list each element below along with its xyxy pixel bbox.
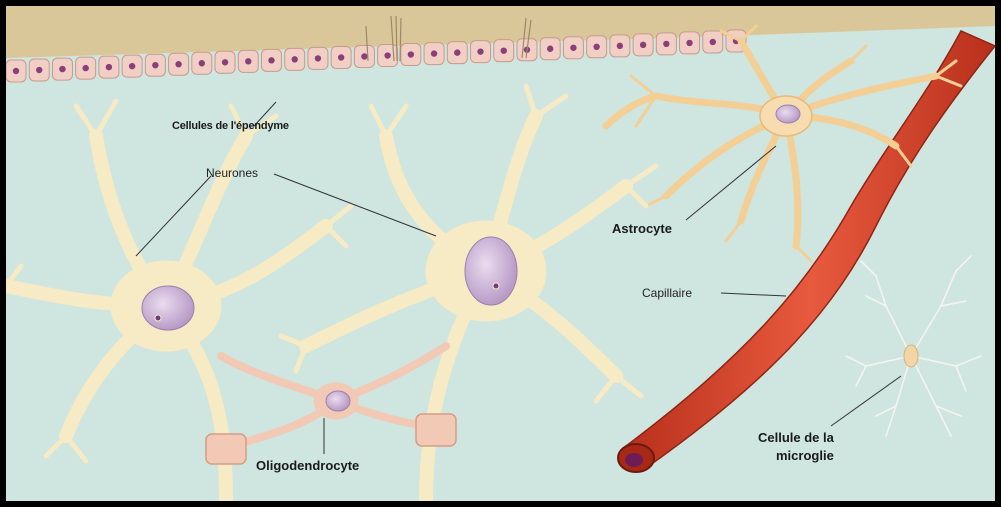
- ependymal-nucleus: [152, 62, 158, 68]
- ependymal-nucleus: [106, 64, 112, 70]
- ependymal-nucleus: [384, 52, 390, 58]
- label-oligodendrocyte: Oligodendrocyte: [256, 458, 359, 473]
- label-microglia-line2: microglie: [776, 448, 834, 463]
- label-capillary: Capillaire: [642, 286, 692, 300]
- ependymal-nucleus: [59, 66, 65, 72]
- ependymal-nucleus: [315, 55, 321, 61]
- ependymal-nucleus: [617, 43, 623, 49]
- ependymal-nucleus: [454, 49, 460, 55]
- ependymal-nucleus: [593, 44, 599, 50]
- label-microglia-line1: Cellule de la: [758, 430, 834, 445]
- neural-tissue-illustration: [6, 6, 995, 501]
- ependymal-nucleus: [663, 41, 669, 47]
- ependymal-nucleus: [408, 51, 414, 57]
- ependymal-nucleus: [361, 53, 367, 59]
- ependymal-nucleus: [199, 60, 205, 66]
- ependymal-nucleus: [36, 67, 42, 73]
- diagram-frame: Cellules de l'épendyme Neurones Astrocyt…: [6, 6, 995, 501]
- ependymal-nucleus: [338, 54, 344, 60]
- ependymal-nucleus: [13, 68, 19, 74]
- ependymal-nucleus: [129, 63, 135, 69]
- label-neurons: Neurones: [206, 166, 258, 180]
- ependymal-nucleus: [82, 65, 88, 71]
- ependymal-nucleus: [245, 58, 251, 64]
- ependymal-nucleus: [686, 40, 692, 46]
- ependymal-nucleus: [477, 48, 483, 54]
- ependymal-nucleus: [501, 47, 507, 53]
- ependymal-nucleus: [710, 39, 716, 45]
- ependymal-nucleus: [547, 46, 553, 52]
- ependymal-nucleus: [175, 61, 181, 67]
- ependymal-nucleus: [640, 42, 646, 48]
- ependymal-nucleus: [570, 45, 576, 51]
- ependymal-nucleus: [292, 56, 298, 62]
- ependymal-nucleus: [431, 50, 437, 56]
- label-astrocyte: Astrocyte: [612, 221, 672, 236]
- ependymal-nucleus: [268, 57, 274, 63]
- ependymal-nucleus: [222, 59, 228, 65]
- label-ependymal-cells: Cellules de l'épendyme: [172, 120, 289, 132]
